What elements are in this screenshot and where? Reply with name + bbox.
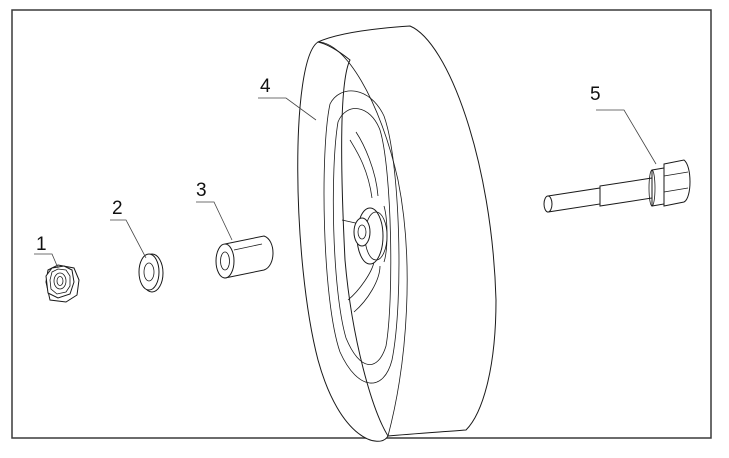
part-3-spacer-sleeve bbox=[215, 235, 274, 279]
part-4-wheel bbox=[297, 25, 497, 442]
leader-line-2 bbox=[110, 219, 147, 259]
leader-line-5 bbox=[596, 109, 657, 165]
callout-1: 1 bbox=[36, 234, 47, 255]
callout-2: 2 bbox=[112, 198, 123, 219]
part-1-flange-nut bbox=[45, 264, 80, 303]
part-2-washer bbox=[138, 253, 164, 293]
leader-line-3 bbox=[196, 201, 233, 241]
callout-4: 4 bbox=[260, 76, 271, 97]
callout-5: 5 bbox=[590, 84, 601, 105]
leader-line-4 bbox=[258, 97, 317, 121]
leader-line-1 bbox=[34, 253, 59, 269]
callout-3: 3 bbox=[196, 180, 207, 201]
part-5-bolt bbox=[543, 159, 691, 213]
